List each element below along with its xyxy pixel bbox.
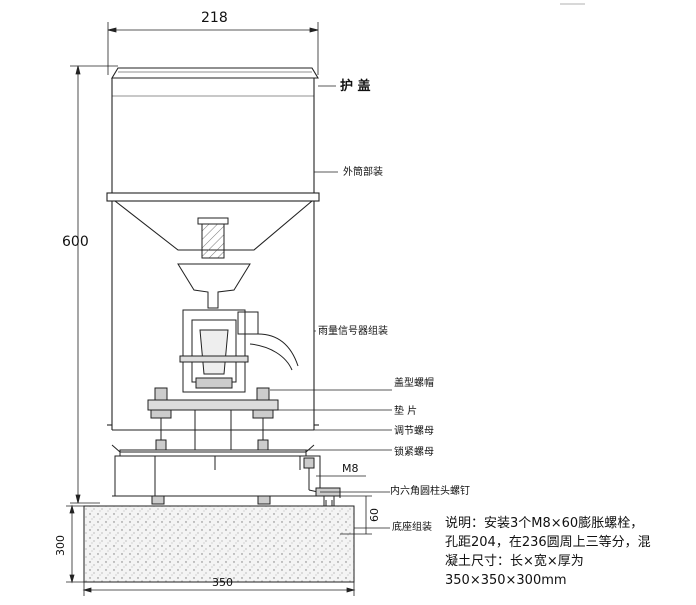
label-rain-sensor: 雨量信号器组装 bbox=[318, 324, 388, 337]
left-height-label: 600 bbox=[62, 234, 89, 250]
installation-note: 说明：安装3个M8×60膨胀螺栓，孔距204，在236圆周上三等分，混凝土尺寸：… bbox=[445, 516, 651, 588]
base-plate bbox=[111, 399, 321, 505]
label-washer: 垫 片 bbox=[394, 404, 417, 417]
top-dimension bbox=[107, 22, 319, 75]
label-outer-cylinder: 外筒部装 bbox=[343, 165, 383, 178]
bolt-depth-label: 60 bbox=[368, 508, 381, 522]
bolt-spec-label: M8 bbox=[342, 462, 359, 475]
right-adjust-screw bbox=[252, 387, 274, 451]
label-cover: 护 盖 bbox=[340, 78, 371, 94]
top-width-label: 218 bbox=[201, 10, 228, 26]
rain-sensor bbox=[179, 309, 299, 393]
base-width-label: 350 bbox=[212, 576, 233, 589]
label-cap-nut: 盖型螺帽 bbox=[394, 376, 434, 389]
label-lock-nut: 锁紧螺母 bbox=[394, 445, 434, 458]
leader-lines bbox=[270, 85, 392, 529]
funnel-filter bbox=[177, 217, 251, 309]
cover bbox=[111, 67, 319, 79]
concrete-block bbox=[83, 505, 355, 583]
base-height-label: 300 bbox=[54, 535, 67, 556]
label-base-assembly: 底座组装 bbox=[392, 520, 432, 533]
left-dimension bbox=[70, 65, 118, 504]
label-hex-screw: 内六角圆柱头螺钉 bbox=[390, 484, 470, 497]
label-adjust-nut: 调节螺母 bbox=[394, 425, 434, 437]
left-adjust-screw bbox=[150, 387, 172, 451]
